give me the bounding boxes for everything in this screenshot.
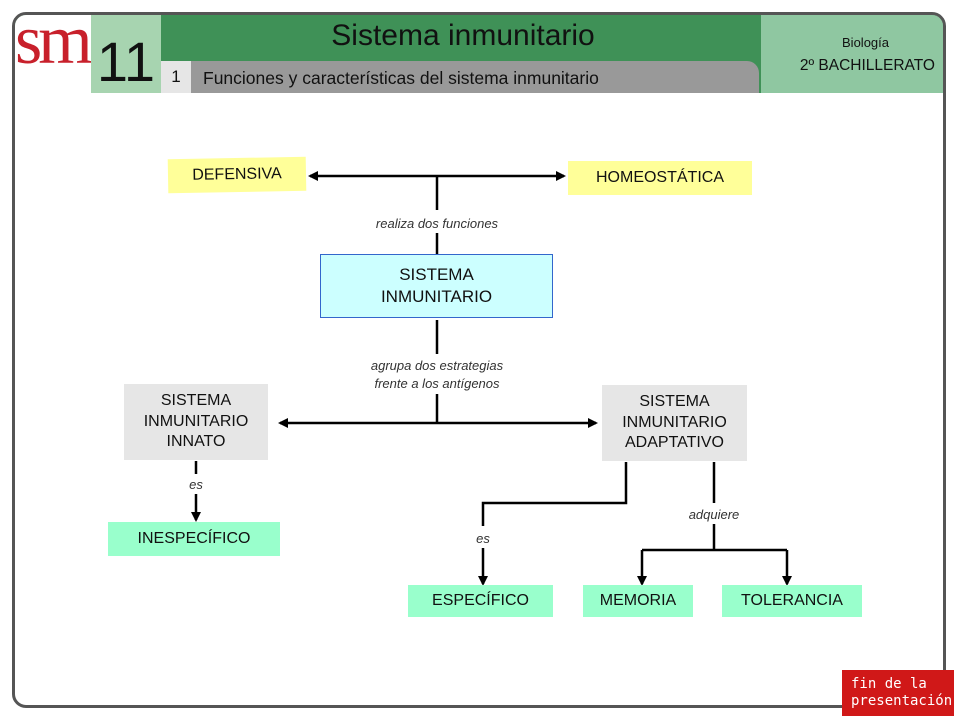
- label-realiza-dos-funciones: realiza dos funciones: [375, 216, 499, 231]
- end-button-line1: fin de la: [851, 676, 927, 692]
- subtitle-bar: 1 Funciones y características del sistem…: [161, 61, 759, 93]
- node-tolerancia: TOLERANCIA: [722, 585, 862, 617]
- label-agrupa-line2: frente a los antígenos: [374, 376, 500, 391]
- node-innato: SISTEMA INMUNITARIO INNATO: [124, 384, 268, 460]
- node-adaptativo-line2: INMUNITARIO: [622, 413, 727, 431]
- node-sistema-inmunitario: SISTEMA INMUNITARIO: [320, 254, 553, 318]
- slide-title: Sistema inmunitario: [331, 19, 595, 52]
- level-label: 2º BACHILLERATO: [799, 57, 935, 74]
- node-homeostatica-label: HOMEOSTÁTICA: [595, 168, 724, 186]
- node-defensiva: DEFENSIVA: [167, 156, 307, 194]
- unit-number-box: 11: [91, 15, 161, 93]
- node-sistema-line1: SISTEMA: [399, 264, 474, 284]
- node-homeostatica: HOMEOSTÁTICA: [568, 161, 752, 195]
- label-es-adaptativo: es: [476, 531, 490, 546]
- end-button-line2: presentación: [851, 693, 953, 709]
- node-innato-line2: INMUNITARIO: [143, 412, 249, 430]
- section-number-box: 1: [161, 61, 191, 93]
- label-adquiere: adquiere: [688, 507, 740, 522]
- label-agrupa-dos-estrategias: agrupa dos estrategias frente a los antí…: [337, 357, 537, 393]
- logo-text: sm: [15, 12, 93, 79]
- course-box: Biología 2º BACHILLERATO: [761, 15, 943, 93]
- end-presentation-button[interactable]: fin de la presentación: [842, 670, 954, 716]
- node-innato-line3: INNATO: [166, 433, 226, 451]
- subject-label: Biología: [842, 35, 889, 50]
- node-adaptativo: SISTEMA INMUNITARIO ADAPTATIVO: [602, 385, 747, 461]
- label-es-innato: es: [189, 477, 203, 492]
- node-sistema-line2: INMUNITARIO: [380, 287, 493, 306]
- node-adaptativo-line3: ADAPTATIVO: [625, 434, 724, 452]
- node-memoria-label: MEMORIA: [599, 591, 677, 609]
- node-tolerancia-label: TOLERANCIA: [741, 591, 843, 609]
- node-especifico-label: ESPECÍFICO: [432, 591, 529, 609]
- node-innato-line1: SISTEMA: [160, 391, 232, 409]
- node-defensiva-label: DEFENSIVA: [192, 164, 282, 184]
- label-agrupa-line1: agrupa dos estrategias: [370, 358, 504, 373]
- node-inespecifico: INESPECÍFICO: [108, 522, 280, 556]
- unit-number: 11: [96, 30, 156, 93]
- slide-subtitle: Funciones y características del sistema …: [203, 68, 599, 88]
- section-number: 1: [171, 67, 181, 86]
- node-especifico: ESPECÍFICO: [408, 585, 553, 617]
- node-inespecifico-label: INESPECÍFICO: [137, 529, 251, 547]
- publisher-logo: sm: [15, 12, 93, 93]
- node-memoria: MEMORIA: [583, 585, 693, 617]
- node-adaptativo-line1: SISTEMA: [639, 392, 710, 410]
- connector-adaptativo-es: [481, 462, 628, 526]
